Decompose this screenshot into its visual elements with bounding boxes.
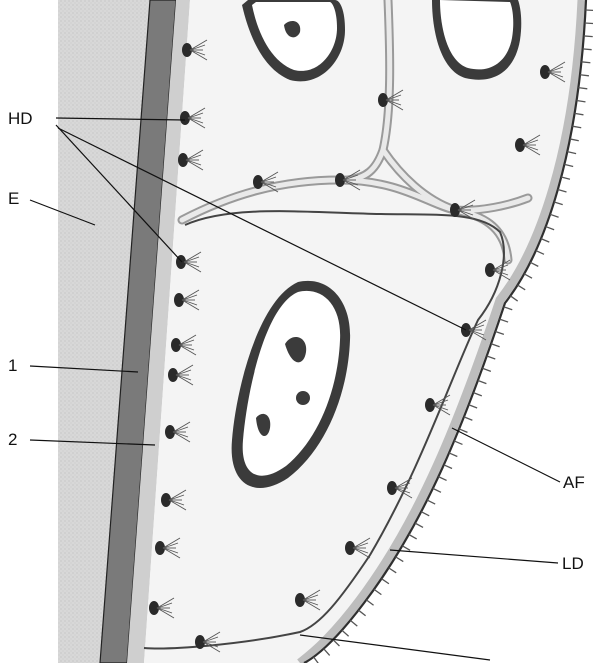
anchoring-fibril (454, 441, 462, 444)
anchoring-fibril (530, 262, 538, 266)
label-af: AF (563, 473, 585, 492)
cell-region (144, 0, 582, 663)
anchoring-fibril (580, 75, 589, 76)
anchoring-fibril (554, 202, 563, 205)
anchoring-fibril (350, 620, 357, 626)
anchoring-fibril (433, 488, 441, 492)
anchoring-fibril (473, 393, 481, 396)
ld-leader (390, 550, 558, 563)
anchoring-fibril (438, 477, 446, 481)
anchoring-fibril (584, 36, 593, 37)
anchoring-fibril (444, 465, 452, 469)
anchoring-fibril (570, 139, 579, 141)
anchoring-fibril (583, 49, 592, 50)
bottom-leader (300, 635, 490, 660)
anchoring-fibril (314, 657, 319, 663)
anchoring-fibril (342, 630, 349, 636)
anchoring-fibril (564, 164, 573, 166)
anchoring-fibril (578, 88, 587, 89)
anchoring-fibril (421, 512, 429, 516)
anchoring-fibril (381, 579, 388, 584)
anchoring-fibril (567, 152, 576, 154)
anchoring-fibril (449, 453, 457, 457)
anchoring-fibril (491, 344, 499, 347)
af-leader (452, 428, 560, 482)
label-2: 2 (8, 430, 17, 449)
anchoring-fibril (504, 307, 513, 310)
anchoring-fibril (510, 296, 517, 301)
label-ld: LD (562, 554, 584, 573)
anchoring-fibril (359, 610, 366, 616)
anchoring-fibril (575, 113, 584, 114)
anchoring-fibril (487, 356, 495, 359)
anchoring-fibril (558, 189, 567, 191)
anchoring-fibril (585, 23, 593, 24)
anchoring-fibril (402, 546, 410, 551)
anchoring-fibril (524, 274, 532, 278)
anchoring-fibril (374, 589, 381, 594)
anchoring-fibril (518, 285, 526, 290)
anchoring-fibril (469, 405, 477, 408)
anchoring-fibril (536, 251, 544, 255)
label-e: E (8, 189, 19, 208)
anchoring-fibril (427, 500, 435, 504)
anchoring-fibril (500, 319, 509, 322)
anchoring-fibril (541, 239, 549, 242)
anchoring-fibril (396, 557, 404, 562)
anchoring-fibril (561, 177, 570, 179)
anchoring-fibril (581, 62, 590, 63)
anchoring-fibril (415, 523, 423, 527)
anchoring-fibril (389, 568, 397, 573)
anchoring-fibril (550, 214, 559, 217)
anchoring-fibril (482, 368, 490, 371)
chromatin-spot-2 (296, 391, 310, 405)
label-1: 1 (8, 356, 17, 375)
anchoring-fibril (324, 649, 330, 656)
label-hd: HD (8, 109, 33, 128)
anchoring-fibril (577, 101, 586, 102)
anchoring-fibril (572, 126, 581, 128)
anchoring-fibril (546, 227, 554, 230)
anchoring-fibril (409, 534, 417, 538)
anchoring-fibril (478, 380, 486, 383)
anchoring-fibril (464, 417, 472, 420)
anchoring-fibril (495, 331, 504, 334)
anchoring-fibril (366, 600, 373, 605)
